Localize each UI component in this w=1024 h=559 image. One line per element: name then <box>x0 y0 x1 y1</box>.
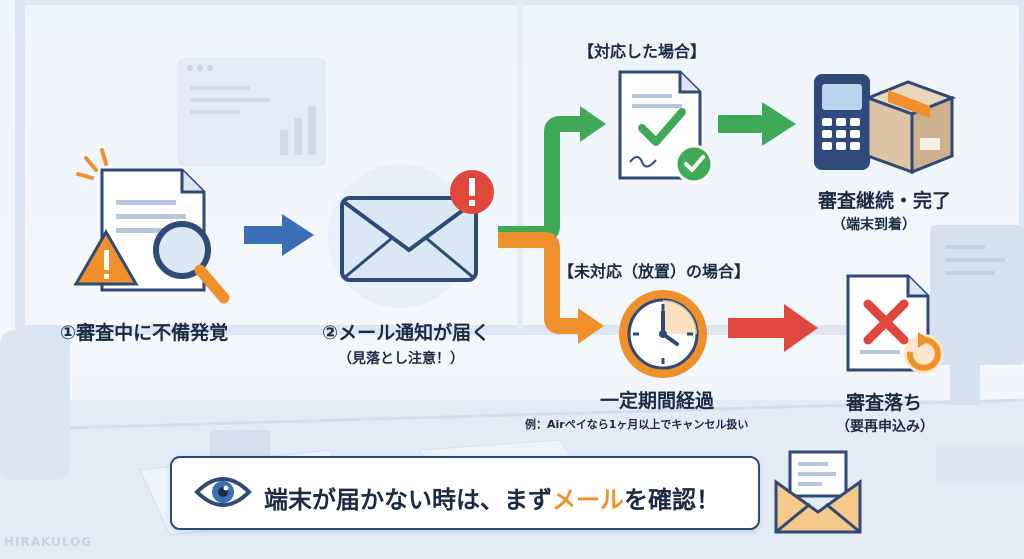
document-reject-icon <box>846 274 944 374</box>
unhandled-heading: 【未対応（放置）の場合】 <box>558 262 751 281</box>
unhandled-middle-title: 一定期間経過 <box>600 390 715 412</box>
handled-heading: 【対応した場合】 <box>578 42 707 61</box>
document-warning-icon <box>73 148 230 304</box>
arrow-orange-branch <box>498 232 604 344</box>
banner-text-accent: メール <box>552 486 624 514</box>
clock-icon <box>619 290 707 378</box>
banner-message: 端末が届かない時は、まずメールを確認！ <box>264 480 720 515</box>
terminal-box-icon <box>814 74 957 175</box>
handled-result-title: 審査継続・完了 <box>818 190 952 212</box>
unhandled-result-subtitle: （要再申込み） <box>836 419 934 435</box>
handled-result-subtitle: （端末到着） <box>832 217 916 233</box>
step2-title: ②メール通知が届く <box>322 322 491 344</box>
arrow-green <box>718 102 796 146</box>
unhandled-result-title: 審査落ち <box>846 392 923 414</box>
arrow-green-branch <box>498 106 606 242</box>
banner-text-after: を確認！ <box>624 486 720 514</box>
arrow-blue <box>244 214 314 256</box>
step1-title: ①審査中に不備発覚 <box>60 322 229 344</box>
banner-text-before: 端末が届かない時は、まず <box>264 486 552 514</box>
document-check-icon <box>618 70 714 184</box>
watermark: HIRAKULOG <box>4 535 93 549</box>
mail-alert-icon <box>328 164 494 308</box>
eye-icon <box>194 477 252 507</box>
unhandled-middle-note: 例：Airペイなら1ヶ月以上でキャンセル扱い <box>525 418 749 431</box>
reminder-banner: 端末が届かない時は、まずメールを確認！ <box>170 456 760 530</box>
step2-subtitle: （見落とし注意！） <box>338 351 464 367</box>
arrow-red <box>728 304 818 352</box>
open-envelope-icon <box>774 450 862 534</box>
